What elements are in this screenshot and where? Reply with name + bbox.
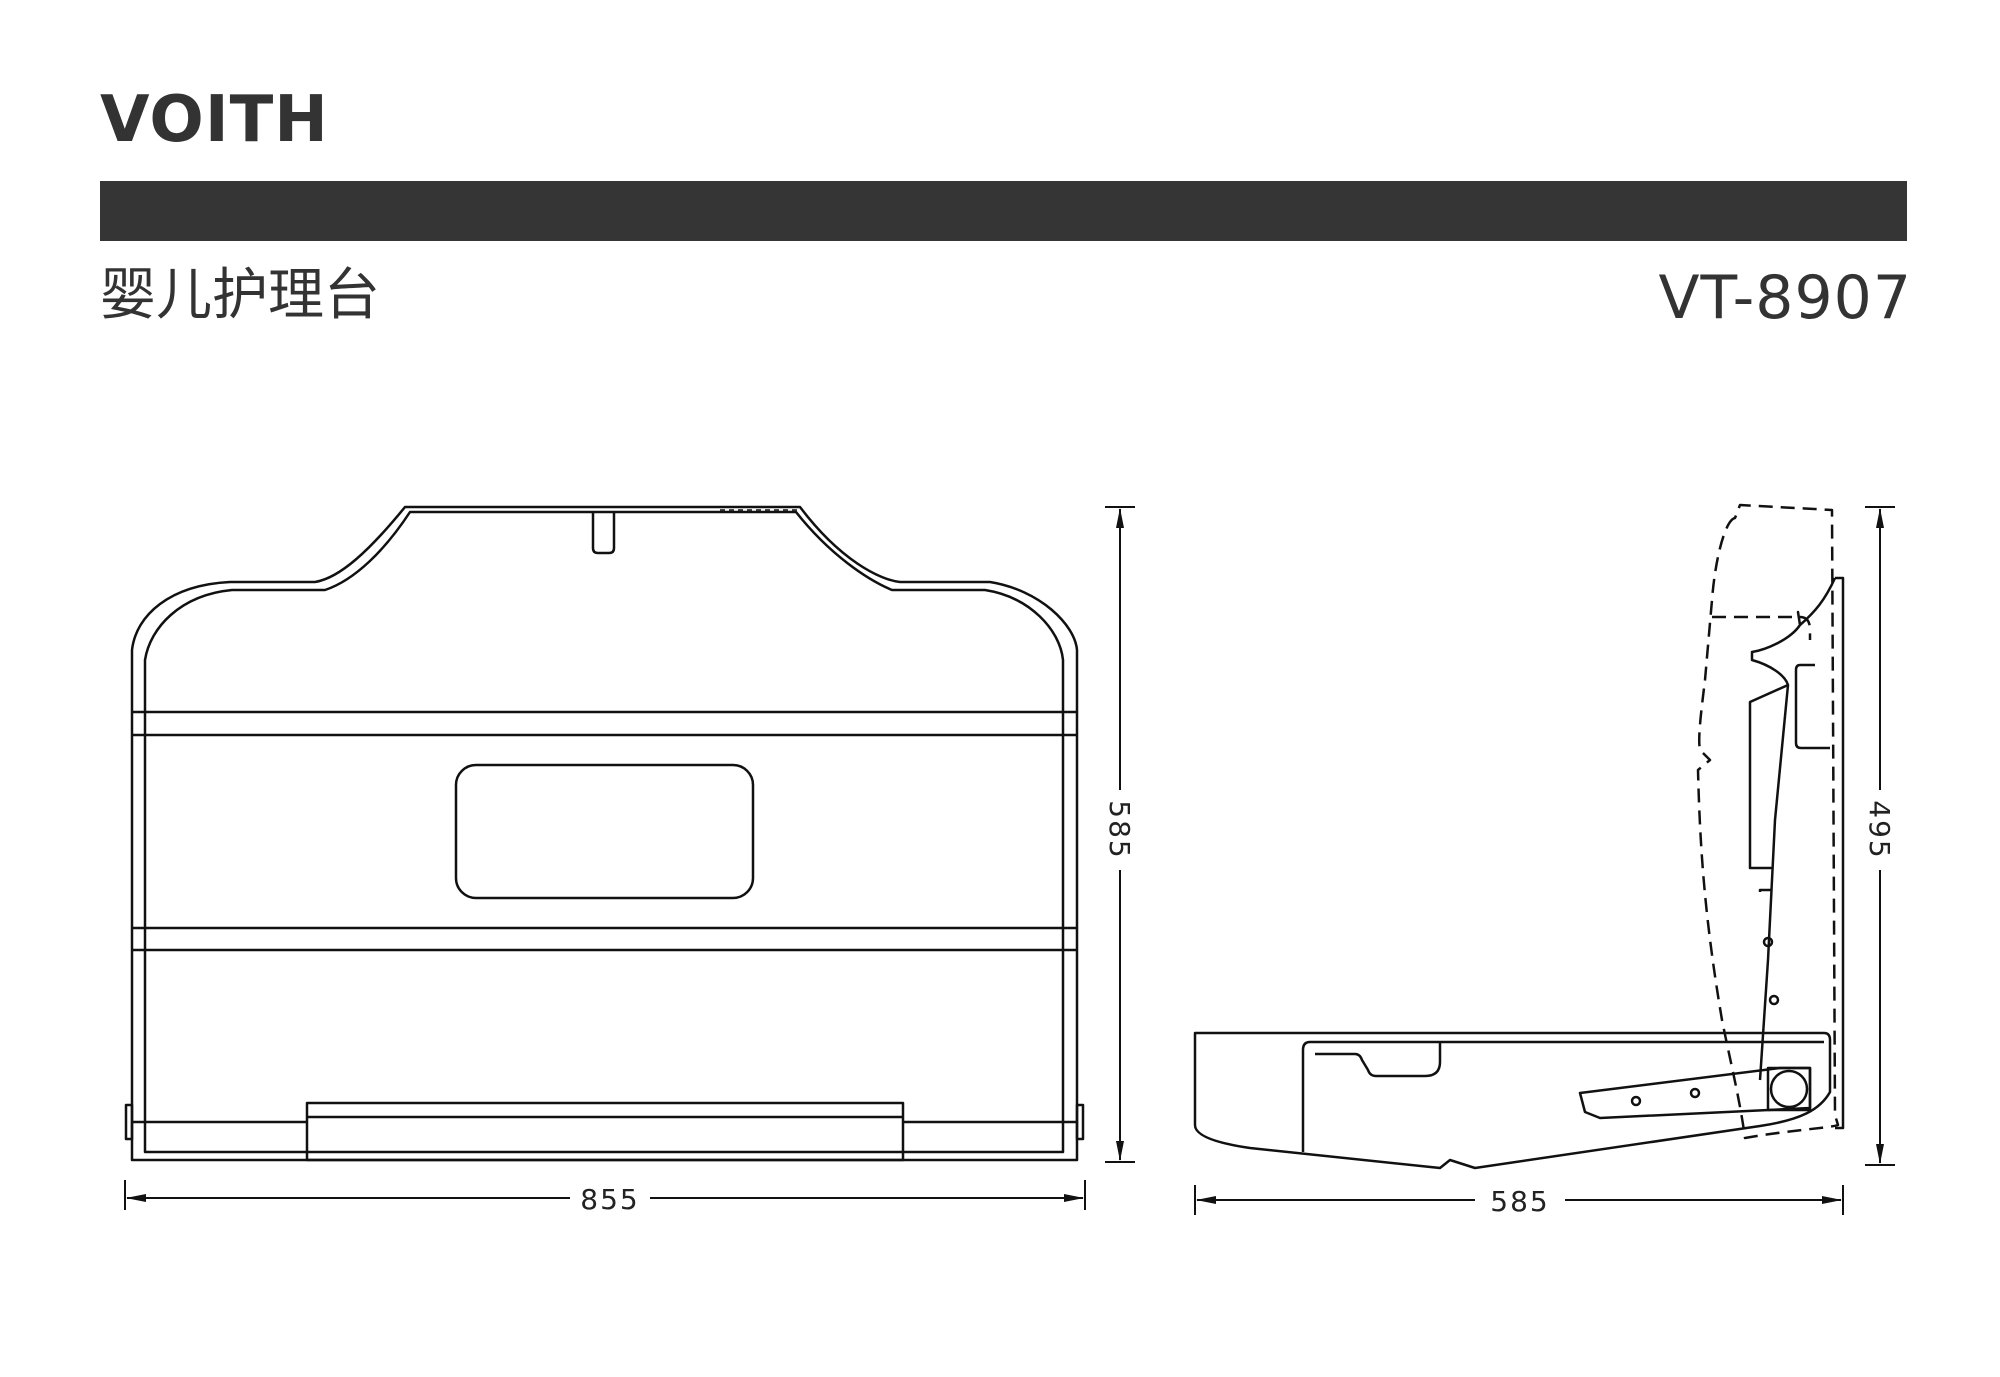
side-rivet xyxy=(1689,1087,1701,1099)
model-number: VT-8907 xyxy=(1658,263,1912,333)
side-hinge-block xyxy=(1766,1066,1812,1112)
front-outer-outline xyxy=(130,505,1079,1162)
side-table-handle xyxy=(1315,1042,1442,1078)
side-dimensions xyxy=(1194,506,1895,1215)
front-right-hinge xyxy=(1075,1103,1085,1141)
side-upright-handle xyxy=(1794,663,1830,750)
side-rivet xyxy=(1630,1095,1642,1107)
side-upright-inner xyxy=(1748,683,1789,870)
side-view xyxy=(1193,503,1845,1170)
side-upright-bracket xyxy=(1758,888,1772,892)
side-dashed-outline xyxy=(1696,503,1840,1140)
front-top-notch xyxy=(591,512,616,555)
side-upright-body xyxy=(1750,577,1837,1081)
front-inner-outline xyxy=(143,510,1065,1154)
front-width-label: 855 xyxy=(580,1183,639,1216)
side-table-inner xyxy=(1301,1040,1311,1152)
side-height-label: 495 xyxy=(1863,800,1896,859)
front-dimensions xyxy=(124,506,1135,1210)
product-name: 婴儿护理台 xyxy=(100,263,380,328)
front-left-hinge xyxy=(124,1103,134,1141)
side-table-body xyxy=(1193,1031,1832,1170)
front-view xyxy=(124,505,1085,1162)
front-bottom-bar xyxy=(305,1101,905,1162)
front-height-label: 585 xyxy=(1103,800,1136,859)
brand-logo-text: VOITH xyxy=(100,83,329,157)
side-hinge-pivot xyxy=(1769,1069,1809,1109)
header-divider-bar xyxy=(100,181,1907,241)
front-handle-window xyxy=(454,763,755,900)
side-depth-label: 585 xyxy=(1490,1185,1549,1218)
side-wall-plate xyxy=(1835,576,1845,1130)
side-dashed-fold-line xyxy=(1712,615,1812,640)
side-rivet xyxy=(1762,936,1774,948)
side-rivet xyxy=(1768,994,1780,1006)
